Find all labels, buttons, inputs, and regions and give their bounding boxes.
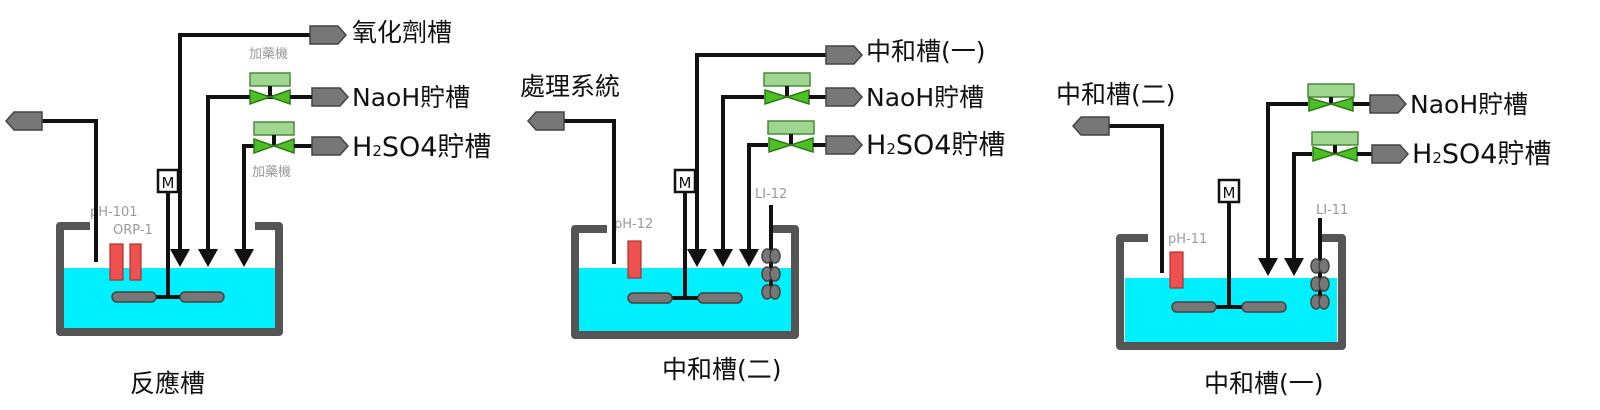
reactor-title: 反應槽 — [130, 369, 205, 398]
neutral2-tank-wall — [571, 225, 799, 339]
neutral1-level-label: LI-11 — [1316, 203, 1348, 218]
neutral1-h2so4-end — [1371, 144, 1410, 164]
reactor-h2so4-pipe — [242, 144, 254, 253]
neutral2-paddle-right — [697, 292, 743, 304]
reactor-oxidant-label: 氧化劑槽 — [352, 18, 452, 47]
reactor-paddle-right — [179, 291, 225, 303]
neutral2-outlet-pipe — [560, 119, 616, 264]
reactor-naoh-valve — [249, 72, 291, 106]
reactor-oxidant-pipe — [178, 33, 314, 253]
reactor-naoh-label: NaoH貯槽 — [352, 83, 470, 112]
neutral2-outlet-end — [526, 111, 565, 131]
neutral2-ph-probe — [627, 240, 642, 279]
neutral2-h2so4-arrow — [739, 249, 759, 267]
reactor-outlet-end — [4, 111, 43, 131]
neutral2-inlet-arrow — [687, 249, 707, 267]
neutral2-title: 中和槽(二) — [662, 355, 782, 384]
neutral2-h2so4-label: H2SO4貯槽 — [866, 130, 1005, 161]
neutral2-naoh-label: NaoH貯槽 — [866, 83, 984, 112]
neutral2-naoh-pipe — [721, 95, 764, 253]
neutral2-unit: pH-12 處理系統 M 中和槽(一) NaoH貯槽 — [520, 37, 1005, 384]
neutral1-paddle-right — [1241, 301, 1287, 313]
neutral1-naoh-end — [1369, 94, 1408, 114]
neutral2-h2so4-end — [825, 135, 864, 155]
neutral2-naoh-arrow — [713, 249, 733, 267]
neutral2-level-label: LI-12 — [755, 187, 787, 202]
neutral1-naoh-arrow — [1258, 258, 1278, 276]
reactor-motor-label: M — [162, 174, 175, 192]
reactor-ph-probe — [109, 243, 124, 281]
neutral2-upstream-label: 中和槽(一) — [866, 37, 986, 66]
neutral1-unit: pH-11 中和槽(二) M NaoH貯槽 — [1056, 80, 1551, 398]
neutral2-inlet-end — [825, 45, 864, 65]
neutral2-paddle-left — [627, 292, 673, 304]
neutral1-h2so4-valve — [1311, 131, 1359, 163]
neutral1-ph-label: pH-11 — [1168, 232, 1207, 247]
neutral1-outlet-end — [1071, 116, 1110, 136]
reactor-ph-label: pH-101 — [90, 205, 138, 220]
neutral1-title: 中和槽(一) — [1204, 369, 1324, 398]
neutral2-h2so4-valve — [767, 120, 815, 154]
reactor-naoh-end — [311, 87, 350, 107]
reactor-doser-label-top: 加藥機 — [249, 47, 288, 62]
neutral1-h2so4-label: H2SO4貯槽 — [1412, 139, 1551, 170]
neutral2-ph-label: pH-12 — [614, 217, 653, 232]
reactor-orp-probe — [129, 243, 142, 281]
neutral1-naoh-valve — [1307, 83, 1355, 113]
neutral1-h2so4-arrow — [1284, 258, 1304, 276]
reactor-h2so4-end — [311, 136, 350, 156]
reactor-orp-label: ORP-1 — [113, 223, 153, 238]
neutral1-downstream-label: 中和槽(二) — [1056, 80, 1176, 109]
neutral1-naoh-pipe — [1266, 102, 1308, 262]
reactor-h2so4-label: H2SO4貯槽 — [352, 132, 491, 163]
neutral1-naoh-label: NaoH貯槽 — [1410, 90, 1528, 119]
reactor-h2so4-arrow — [234, 249, 254, 267]
reactor-paddle-left — [111, 291, 157, 303]
neutral2-motor-label: M — [679, 174, 692, 192]
neutral2-naoh-valve — [763, 72, 811, 106]
reactor-oxidant-arrow — [170, 249, 190, 267]
neutral1-motor-label: M — [1223, 184, 1236, 202]
reactor-h2so4-valve — [253, 121, 295, 155]
neutral2-inlet-pipe — [695, 53, 832, 253]
reactor-tank-wall — [56, 222, 283, 336]
neutral1-paddle-left — [1171, 301, 1217, 313]
neutral1-h2so4-pipe — [1292, 152, 1312, 262]
neutral1-outlet-pipe — [1105, 124, 1164, 273]
neutral2-naoh-end — [825, 87, 864, 107]
neutral2-h2so4-pipe — [747, 143, 768, 253]
reactor-outlet-pipe — [38, 119, 98, 262]
reactor-doser-label-bottom: 加藥機 — [252, 165, 291, 180]
neutral1-tank-wall — [1116, 234, 1346, 350]
reactor-oxidant-end — [309, 25, 348, 45]
reactor-naoh-arrow — [198, 249, 218, 267]
neutral1-ph-probe — [1169, 251, 1184, 289]
reactor-unit: pH-101 ORP-1 M 氧化劑槽 加藥機 NaoH貯槽 — [4, 18, 491, 398]
neutral2-treatment-label: 處理系統 — [520, 72, 620, 101]
